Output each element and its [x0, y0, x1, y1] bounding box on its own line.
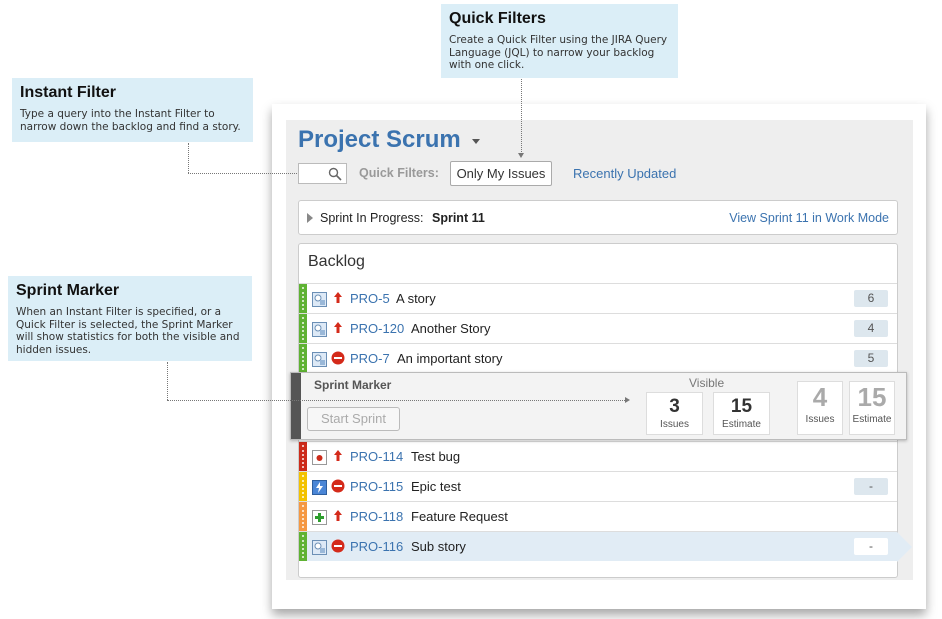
issue-row[interactable]: PRO-116 Sub story - [299, 531, 897, 561]
connector-arrow [518, 153, 524, 158]
stat-value: 4 [812, 382, 828, 412]
total-estimate-stat: 15 Estimate [849, 381, 895, 435]
connector-line [167, 400, 625, 401]
estimate-badge[interactable]: - [854, 478, 888, 495]
stat-value: 3 [669, 396, 680, 417]
connector-line [188, 173, 301, 174]
estimate-badge[interactable]: 6 [854, 290, 888, 307]
major-priority-icon [331, 449, 345, 463]
blocker-priority-icon [331, 539, 345, 553]
issue-key-link[interactable]: PRO-115 [350, 479, 404, 494]
issue-row[interactable]: PRO-5 A story 6 [299, 283, 897, 313]
backlog-title: Backlog [308, 253, 365, 270]
visible-estimate-stat: 15 Estimate [713, 392, 770, 435]
quick-filter-recently-updated[interactable]: Recently Updated [573, 166, 677, 181]
blocker-priority-icon [331, 351, 345, 365]
issue-row[interactable]: PRO-115 Epic test - [299, 471, 897, 501]
issue-summary: Feature Request [411, 509, 508, 524]
stat-label: Estimate [852, 414, 892, 425]
total-issues-stat: 4 Issues [797, 381, 843, 435]
callout-body: Type a query into the Instant Filter to … [20, 108, 241, 133]
issue-summary: A story [396, 291, 436, 306]
issue-summary: Sub story [411, 539, 466, 554]
estimate-badge[interactable]: 5 [854, 350, 888, 367]
visible-issues-stat: 3 Issues [646, 392, 703, 435]
connector-line [167, 362, 168, 400]
issue-key-link[interactable]: PRO-116 [350, 539, 404, 554]
chevron-down-icon[interactable] [472, 139, 480, 144]
sprint-marker-title: Sprint Marker [314, 378, 392, 392]
major-priority-icon [331, 509, 345, 523]
issue-key-link[interactable]: PRO-118 [350, 509, 404, 524]
connector-line [188, 143, 189, 173]
epic-icon [312, 480, 327, 495]
estimate-badge[interactable]: - [854, 538, 888, 555]
callout-body: When an Instant Filter is specified, or … [16, 306, 240, 356]
epic-color-bar[interactable] [299, 472, 307, 501]
blocker-priority-icon [331, 479, 345, 493]
issue-key-link[interactable]: PRO-120 [350, 321, 405, 336]
major-priority-icon [331, 321, 345, 335]
visible-label: Visible [689, 376, 725, 390]
story-icon [312, 540, 327, 555]
issue-row[interactable]: PRO-118 Feature Request [299, 501, 897, 531]
issue-row[interactable]: PRO-7 An important story 5 [299, 343, 897, 373]
stat-label: Estimate [722, 419, 761, 430]
callout-sprint-marker: Sprint Marker When an Instant Filter is … [8, 276, 252, 361]
epic-color-bar[interactable] [299, 314, 307, 343]
callout-title: Instant Filter [20, 84, 117, 101]
search-icon [328, 167, 342, 181]
project-title[interactable]: Project Scrum [298, 126, 461, 153]
callout-quick-filters: Quick Filters Create a Quick Filter usin… [441, 4, 678, 78]
connector-arrow [625, 397, 630, 403]
expand-triangle-icon[interactable] [307, 213, 313, 223]
callout-instant-filter: Instant Filter Type a query into the Ins… [12, 78, 253, 142]
issue-summary: An important story [397, 351, 503, 366]
callout-body: Create a Quick Filter using the JIRA Que… [449, 34, 668, 71]
stat-label: Issues [660, 419, 689, 430]
epic-color-bar[interactable] [299, 284, 307, 313]
epic-color-bar[interactable] [299, 442, 307, 471]
issue-summary: Epic test [411, 479, 461, 494]
selected-row-pointer [897, 532, 912, 562]
story-icon [312, 352, 327, 367]
issue-row[interactable]: PRO-120 Another Story 4 [299, 313, 897, 343]
drag-handle-icon[interactable] [291, 373, 301, 439]
epic-color-bar[interactable] [299, 344, 307, 373]
issue-row[interactable]: PRO-114 Test bug [299, 441, 897, 471]
quick-filter-only-my-issues[interactable]: Only My Issues [450, 161, 552, 186]
issue-key-link[interactable]: PRO-5 [350, 291, 390, 306]
issue-summary: Test bug [411, 449, 461, 464]
feature-icon [312, 510, 327, 525]
major-priority-icon [331, 291, 345, 305]
sprint-name: Sprint 11 [432, 211, 485, 225]
epic-color-bar[interactable] [299, 532, 307, 561]
view-sprint-work-mode-link[interactable]: View Sprint 11 in Work Mode [729, 211, 889, 225]
issue-summary: Another Story [411, 321, 491, 336]
bug-icon [312, 450, 327, 465]
callout-title: Sprint Marker [16, 282, 120, 299]
stat-value: 15 [857, 382, 887, 412]
start-sprint-button[interactable]: Start Sprint [307, 407, 400, 431]
callout-title: Quick Filters [449, 10, 546, 27]
story-icon [312, 292, 327, 307]
stat-label: Issues [805, 414, 835, 425]
stat-value: 15 [730, 396, 753, 417]
quick-filters-label: Quick Filters: [359, 166, 439, 180]
story-icon [312, 322, 327, 337]
sprint-in-progress-label: Sprint In Progress: [320, 211, 424, 225]
sprint-marker[interactable]: Sprint Marker Start Sprint Visible 3 Iss… [290, 372, 907, 440]
epic-color-bar[interactable] [299, 502, 307, 531]
connector-line [521, 79, 522, 154]
instant-filter-input[interactable] [298, 163, 347, 184]
sprint-in-progress-bar[interactable]: Sprint In Progress: Sprint 11 View Sprin… [298, 200, 898, 235]
issue-key-link[interactable]: PRO-7 [350, 351, 390, 366]
estimate-badge[interactable]: 4 [854, 320, 888, 337]
issue-key-link[interactable]: PRO-114 [350, 449, 404, 464]
